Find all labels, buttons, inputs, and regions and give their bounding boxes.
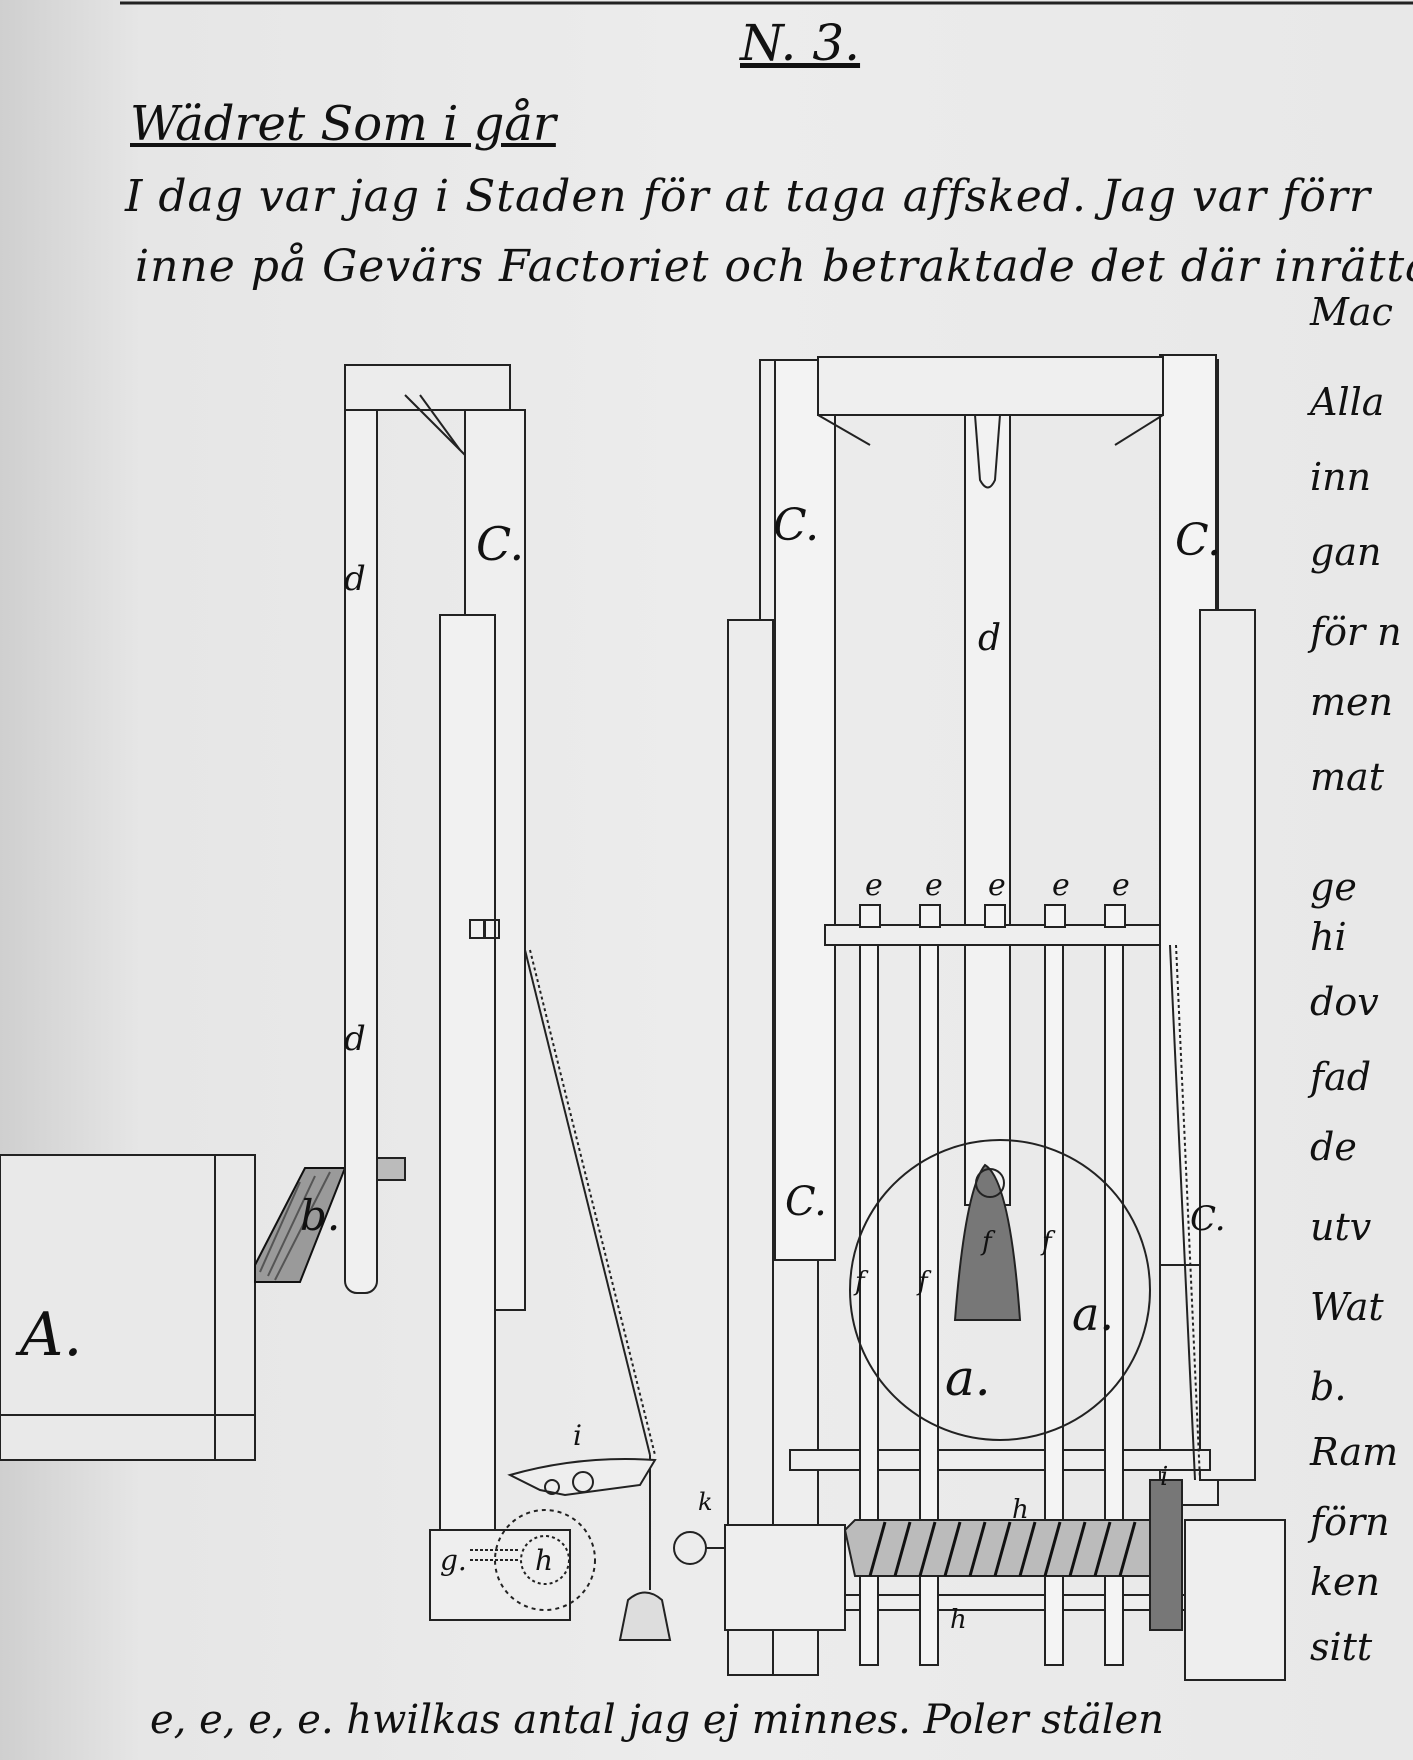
frame-uprights [727,354,1256,1676]
margin-word: mat [1310,755,1384,799]
label-h-ratchet: h [535,1544,553,1577]
weather-heading: Wädret Som i går [130,96,556,152]
margin-word: ge [1310,865,1357,909]
label-e-3: e [988,868,1006,903]
margin-word: Ram [1310,1430,1399,1474]
box-a [0,1154,256,1461]
margin-word: de [1310,1125,1357,1169]
crank-b [254,1157,406,1283]
label-b: b. [300,1191,340,1240]
screw-h [673,944,1286,1681]
label-a-lower: a. [945,1349,991,1407]
ratchet-assembly [429,1458,657,1621]
margin-word: b. [1310,1365,1347,1409]
margin-word: Wat [1310,1285,1384,1329]
label-h-screw-bottom: h [950,1605,967,1635]
margin-word: fad [1310,1055,1372,1099]
text-line-1: I dag var jag i Staden för at taga affsk… [125,171,1371,222]
label-c-lower-right: C. [1190,1199,1226,1239]
page-number: N. 3. [740,14,861,72]
label-a-wheel: a. [1072,1287,1114,1341]
label-k: k [698,1488,713,1516]
margin-word: ken [1310,1560,1380,1604]
label-e-5: e [1112,868,1130,903]
label-i-ratchet: i [573,1419,582,1452]
label-d-upper: d [344,559,366,599]
margin-word: Mac [1310,290,1393,334]
wheel-a [849,1139,1151,1441]
margin-word: gan [1310,530,1382,574]
label-a-box: A. [15,1300,82,1370]
margin-word: för n [1310,610,1402,654]
margin-word: inn [1310,455,1372,499]
margin-word: Alla [1310,380,1385,424]
label-d-lower: d [344,1019,366,1059]
margin-word: förn [1310,1500,1390,1544]
upright-c-side [439,409,526,1551]
label-c-lower-left: C. [785,1179,827,1225]
label-e-2: e [925,868,943,903]
label-c-right: C. [1175,515,1221,566]
arm-d [344,374,378,1294]
margin-word: men [1310,680,1393,724]
label-c-side: C. [476,517,524,571]
label-d-center: d [978,618,1001,659]
margin-word: utv [1310,1205,1372,1249]
label-e-1: e [865,868,883,903]
center-rod-d [953,414,1022,1321]
text-line-bottom: e, e, e, e. hwilkas antal jag ej minnes.… [150,1697,1164,1743]
label-i-screw: i [1160,1462,1168,1492]
label-c-left: C. [773,500,819,551]
label-h-screw-top: h [1012,1495,1029,1525]
label-e-4: e [1052,868,1070,903]
margin-word: hi [1310,915,1347,959]
margin-word: dov [1310,980,1379,1024]
margin-word: sitt [1310,1625,1373,1669]
stamp-rods [859,904,1126,1666]
rope-and-weight [524,949,672,1641]
label-g: g. [440,1544,467,1577]
text-line-2: inne på Gevärs Factoriet och betraktade … [135,241,1413,292]
